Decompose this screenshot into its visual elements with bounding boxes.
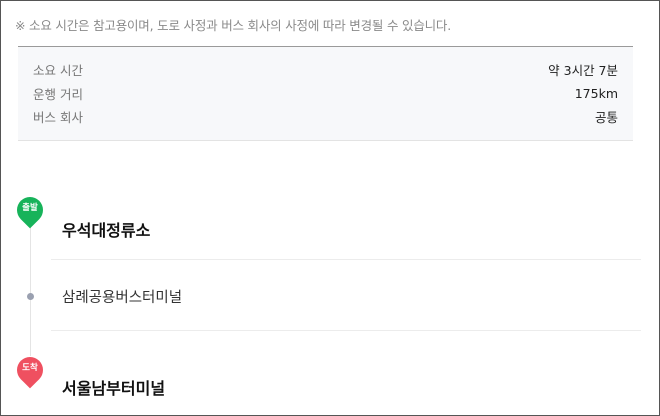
departure-stop-name[interactable]: 우석대정류소 [62, 221, 151, 240]
arrival-badge: 도착 [22, 363, 38, 373]
route-summary-box: 소요 시간 약 3시간 7분 운행 거리 175km 버스 회사 공통 [18, 46, 633, 141]
divider [51, 259, 641, 260]
summary-row-bus-company: 버스 회사 공통 [33, 106, 618, 126]
route-timeline: 출발 우석대정류소 삼례공용버스터미널 도착 서울남부터미널 [1, 151, 659, 415]
divider [51, 330, 641, 331]
timeline-line [30, 226, 31, 356]
summary-label: 소요 시간 [33, 62, 83, 78]
arrival-stop-name[interactable]: 서울남부터미널 [62, 379, 166, 398]
summary-value: 175km [574, 85, 618, 101]
summary-row-distance: 운행 거리 175km [33, 83, 618, 103]
waypoint-stop-name[interactable]: 삼례공용버스터미널 [62, 290, 183, 306]
departure-badge: 출발 [22, 203, 38, 213]
summary-value: 공통 [594, 109, 618, 125]
summary-label: 운행 거리 [33, 86, 83, 102]
summary-label: 버스 회사 [33, 109, 83, 125]
travel-time-notice: ※ 소요 시간은 참고용이며, 도로 사정과 버스 회사의 사정에 따라 변경될… [15, 18, 452, 33]
summary-value: 약 3시간 7분 [548, 62, 618, 78]
summary-row-duration: 소요 시간 약 3시간 7분 [33, 59, 618, 79]
waypoint-dot-icon [27, 293, 34, 300]
